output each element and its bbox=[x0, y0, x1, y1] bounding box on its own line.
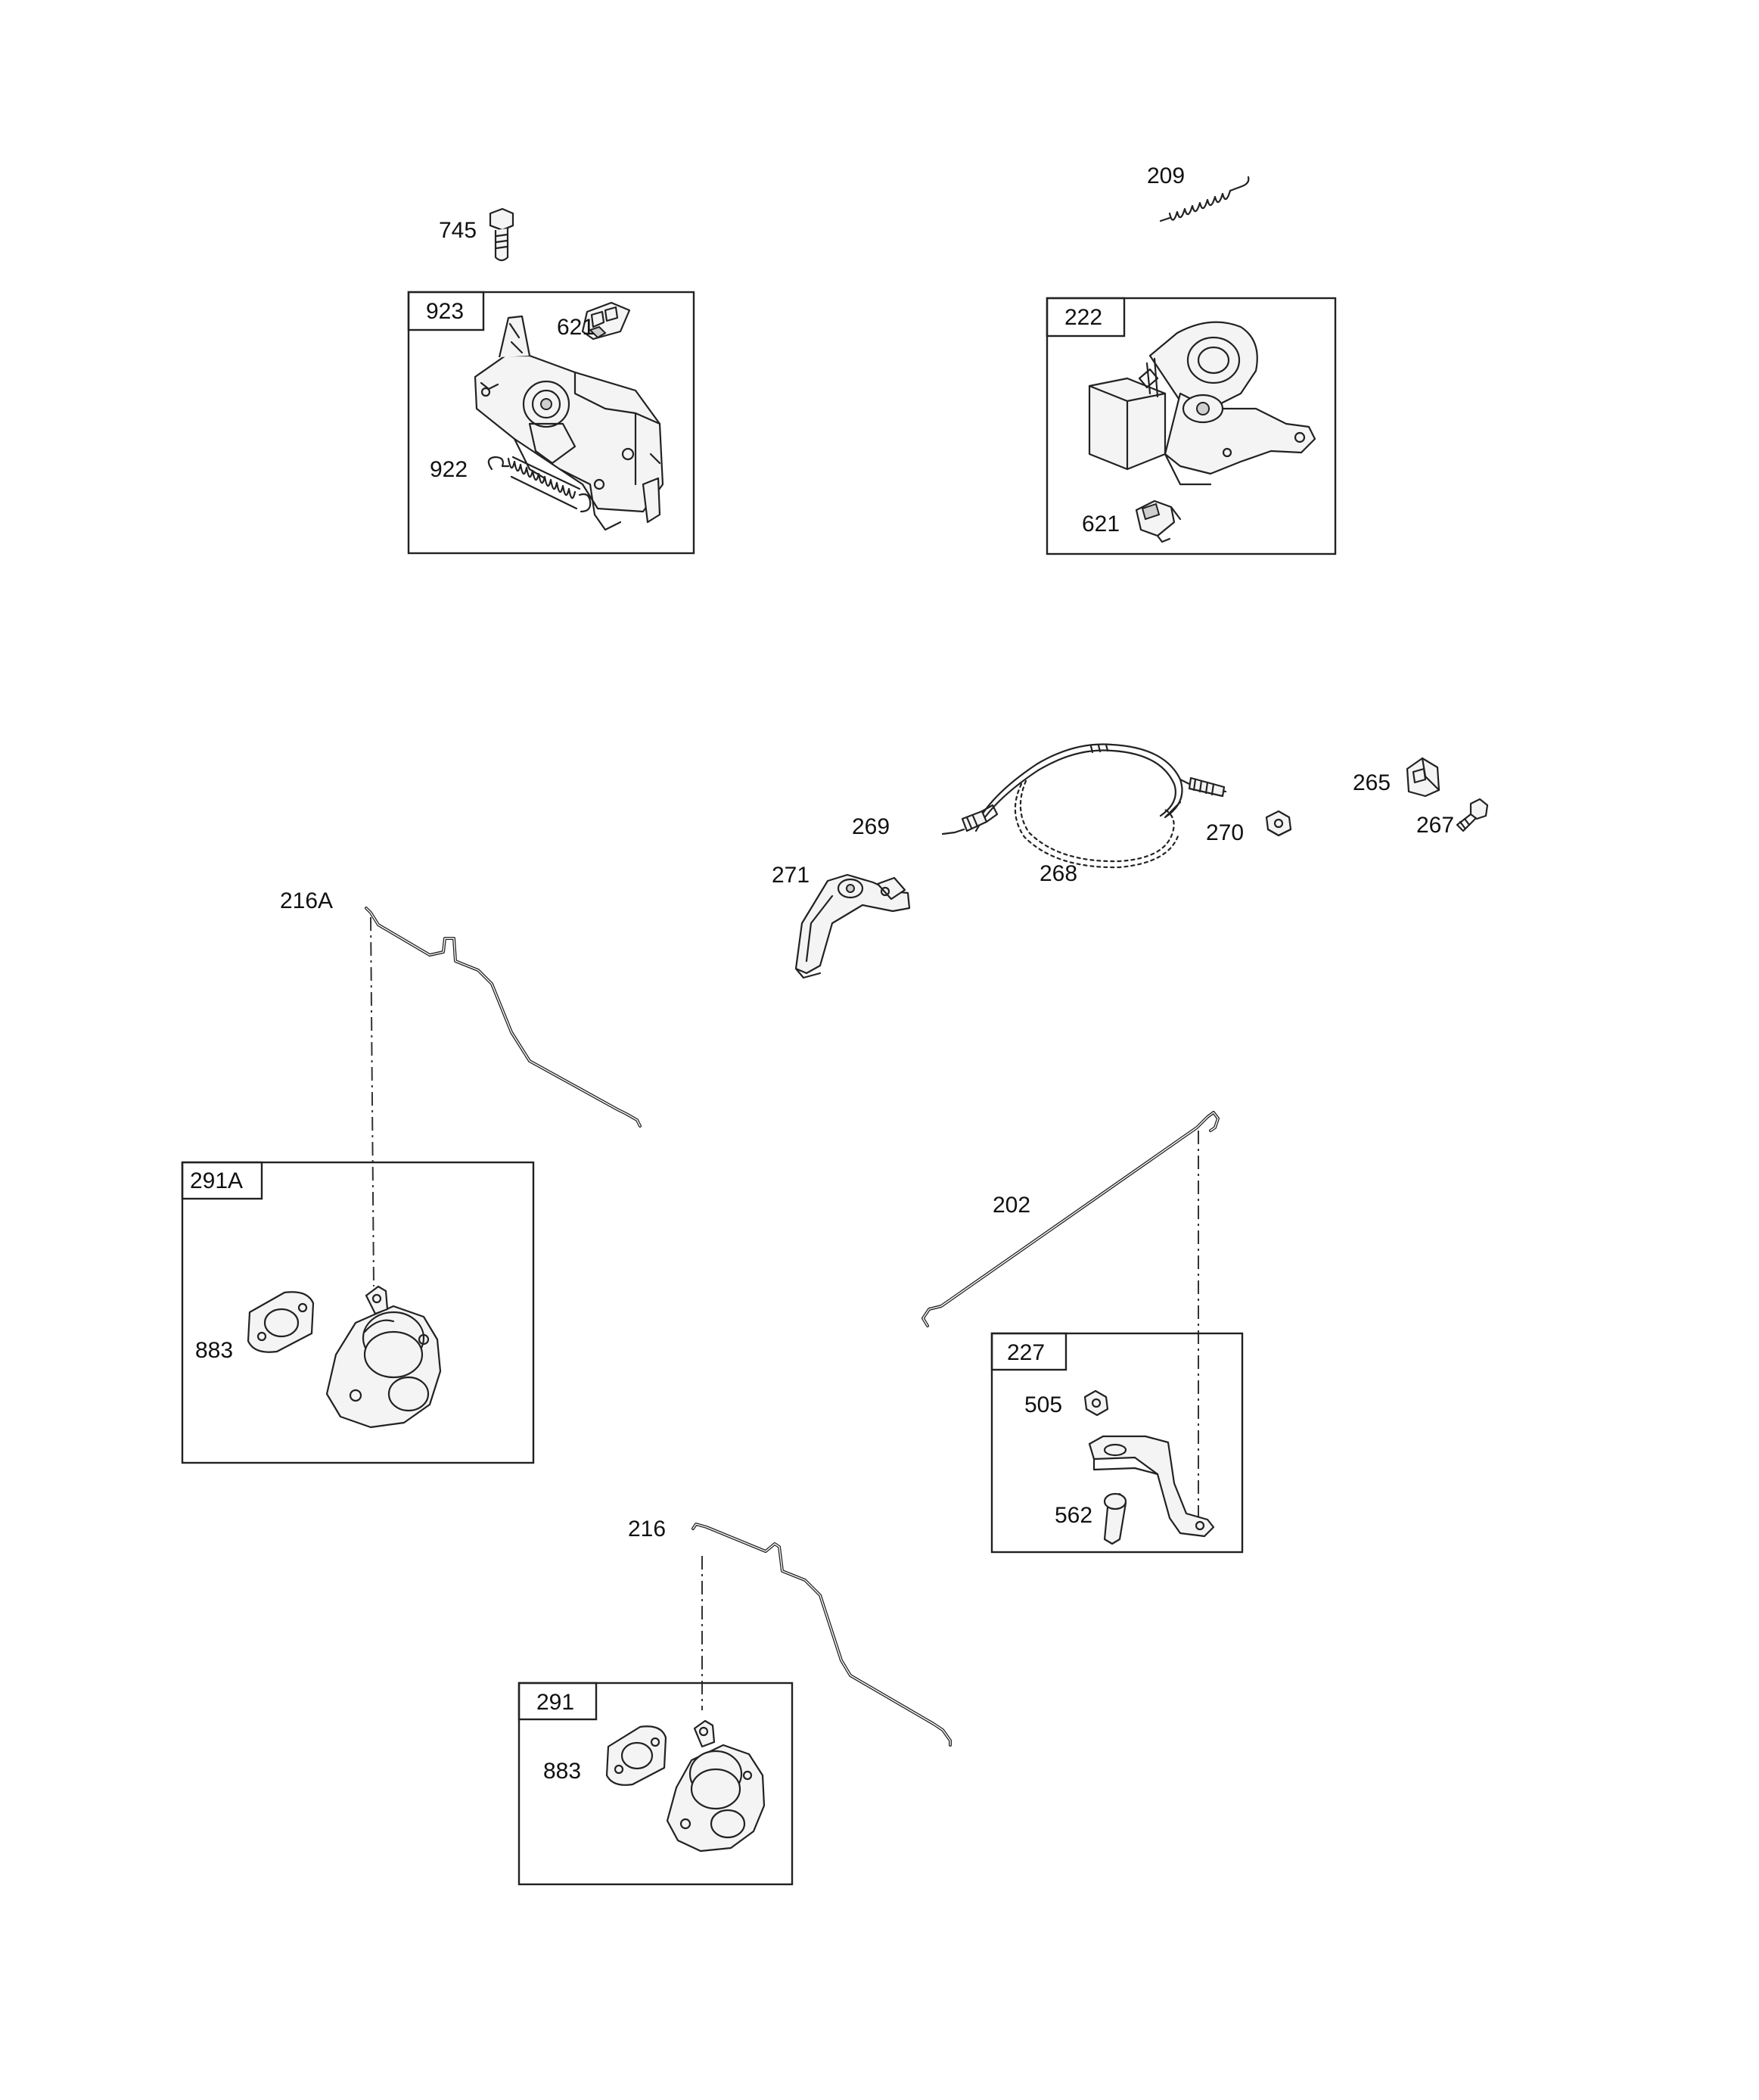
control-bracket bbox=[1088, 321, 1316, 486]
governor-bracket bbox=[474, 315, 664, 531]
label-291A: 291A bbox=[190, 1168, 243, 1193]
box-291 bbox=[517, 1682, 794, 1886]
cable-end-269 bbox=[941, 804, 999, 835]
box-222 bbox=[1046, 297, 1337, 555]
box-227 bbox=[990, 1332, 1244, 1554]
clamp-265 bbox=[1406, 757, 1440, 798]
gasket-883-b bbox=[605, 1725, 667, 1786]
clip-621-lower bbox=[1135, 499, 1182, 543]
choke-shutter-291A bbox=[325, 1285, 442, 1429]
leader-216A bbox=[370, 916, 374, 1287]
label-202: 202 bbox=[993, 1193, 1030, 1218]
lever-227 bbox=[1088, 1435, 1215, 1538]
label-222: 222 bbox=[1064, 305, 1102, 330]
clip-621-upper bbox=[581, 301, 631, 341]
bolt-745 bbox=[489, 207, 514, 262]
label-923: 923 bbox=[426, 299, 464, 324]
box-923 bbox=[407, 291, 695, 555]
spring-922 bbox=[487, 456, 592, 513]
box-227-tag bbox=[990, 1332, 1068, 1371]
link-216 bbox=[691, 1523, 952, 1747]
label-505: 505 bbox=[1024, 1392, 1062, 1417]
link-216A bbox=[365, 907, 642, 1128]
choke-shutter-291 bbox=[666, 1719, 766, 1853]
box-222-tag bbox=[1046, 297, 1126, 338]
cable-268 bbox=[974, 743, 1227, 869]
gasket-883-a bbox=[247, 1291, 315, 1353]
label-562: 562 bbox=[1055, 1503, 1092, 1528]
box-291A-tag bbox=[181, 1161, 263, 1200]
label-216: 216 bbox=[628, 1517, 666, 1542]
nut-505 bbox=[1083, 1389, 1109, 1417]
label-216A: 216A bbox=[280, 888, 333, 913]
box-291-tag bbox=[517, 1682, 598, 1721]
label-621-upper: 621 bbox=[557, 315, 595, 340]
bracket-271 bbox=[794, 873, 911, 979]
link-202 bbox=[921, 1111, 1220, 1327]
spring-209 bbox=[1159, 176, 1250, 222]
box-923-tag bbox=[407, 291, 485, 331]
label-209: 209 bbox=[1147, 163, 1185, 188]
label-621-lower: 621 bbox=[1082, 512, 1120, 537]
label-745: 745 bbox=[439, 218, 477, 243]
label-922: 922 bbox=[430, 457, 468, 482]
label-883-a: 883 bbox=[195, 1338, 233, 1363]
screw-267 bbox=[1456, 798, 1489, 832]
box-291A bbox=[181, 1161, 535, 1464]
label-269: 269 bbox=[852, 814, 890, 839]
bolt-562 bbox=[1103, 1492, 1127, 1545]
label-265: 265 bbox=[1353, 770, 1391, 795]
label-271: 271 bbox=[772, 863, 810, 888]
label-267: 267 bbox=[1416, 813, 1454, 838]
label-291: 291 bbox=[536, 1690, 574, 1715]
label-270: 270 bbox=[1206, 820, 1244, 845]
label-227: 227 bbox=[1007, 1340, 1045, 1365]
nut-270 bbox=[1265, 810, 1292, 837]
label-883-b: 883 bbox=[543, 1759, 581, 1784]
label-268: 268 bbox=[1040, 861, 1077, 886]
